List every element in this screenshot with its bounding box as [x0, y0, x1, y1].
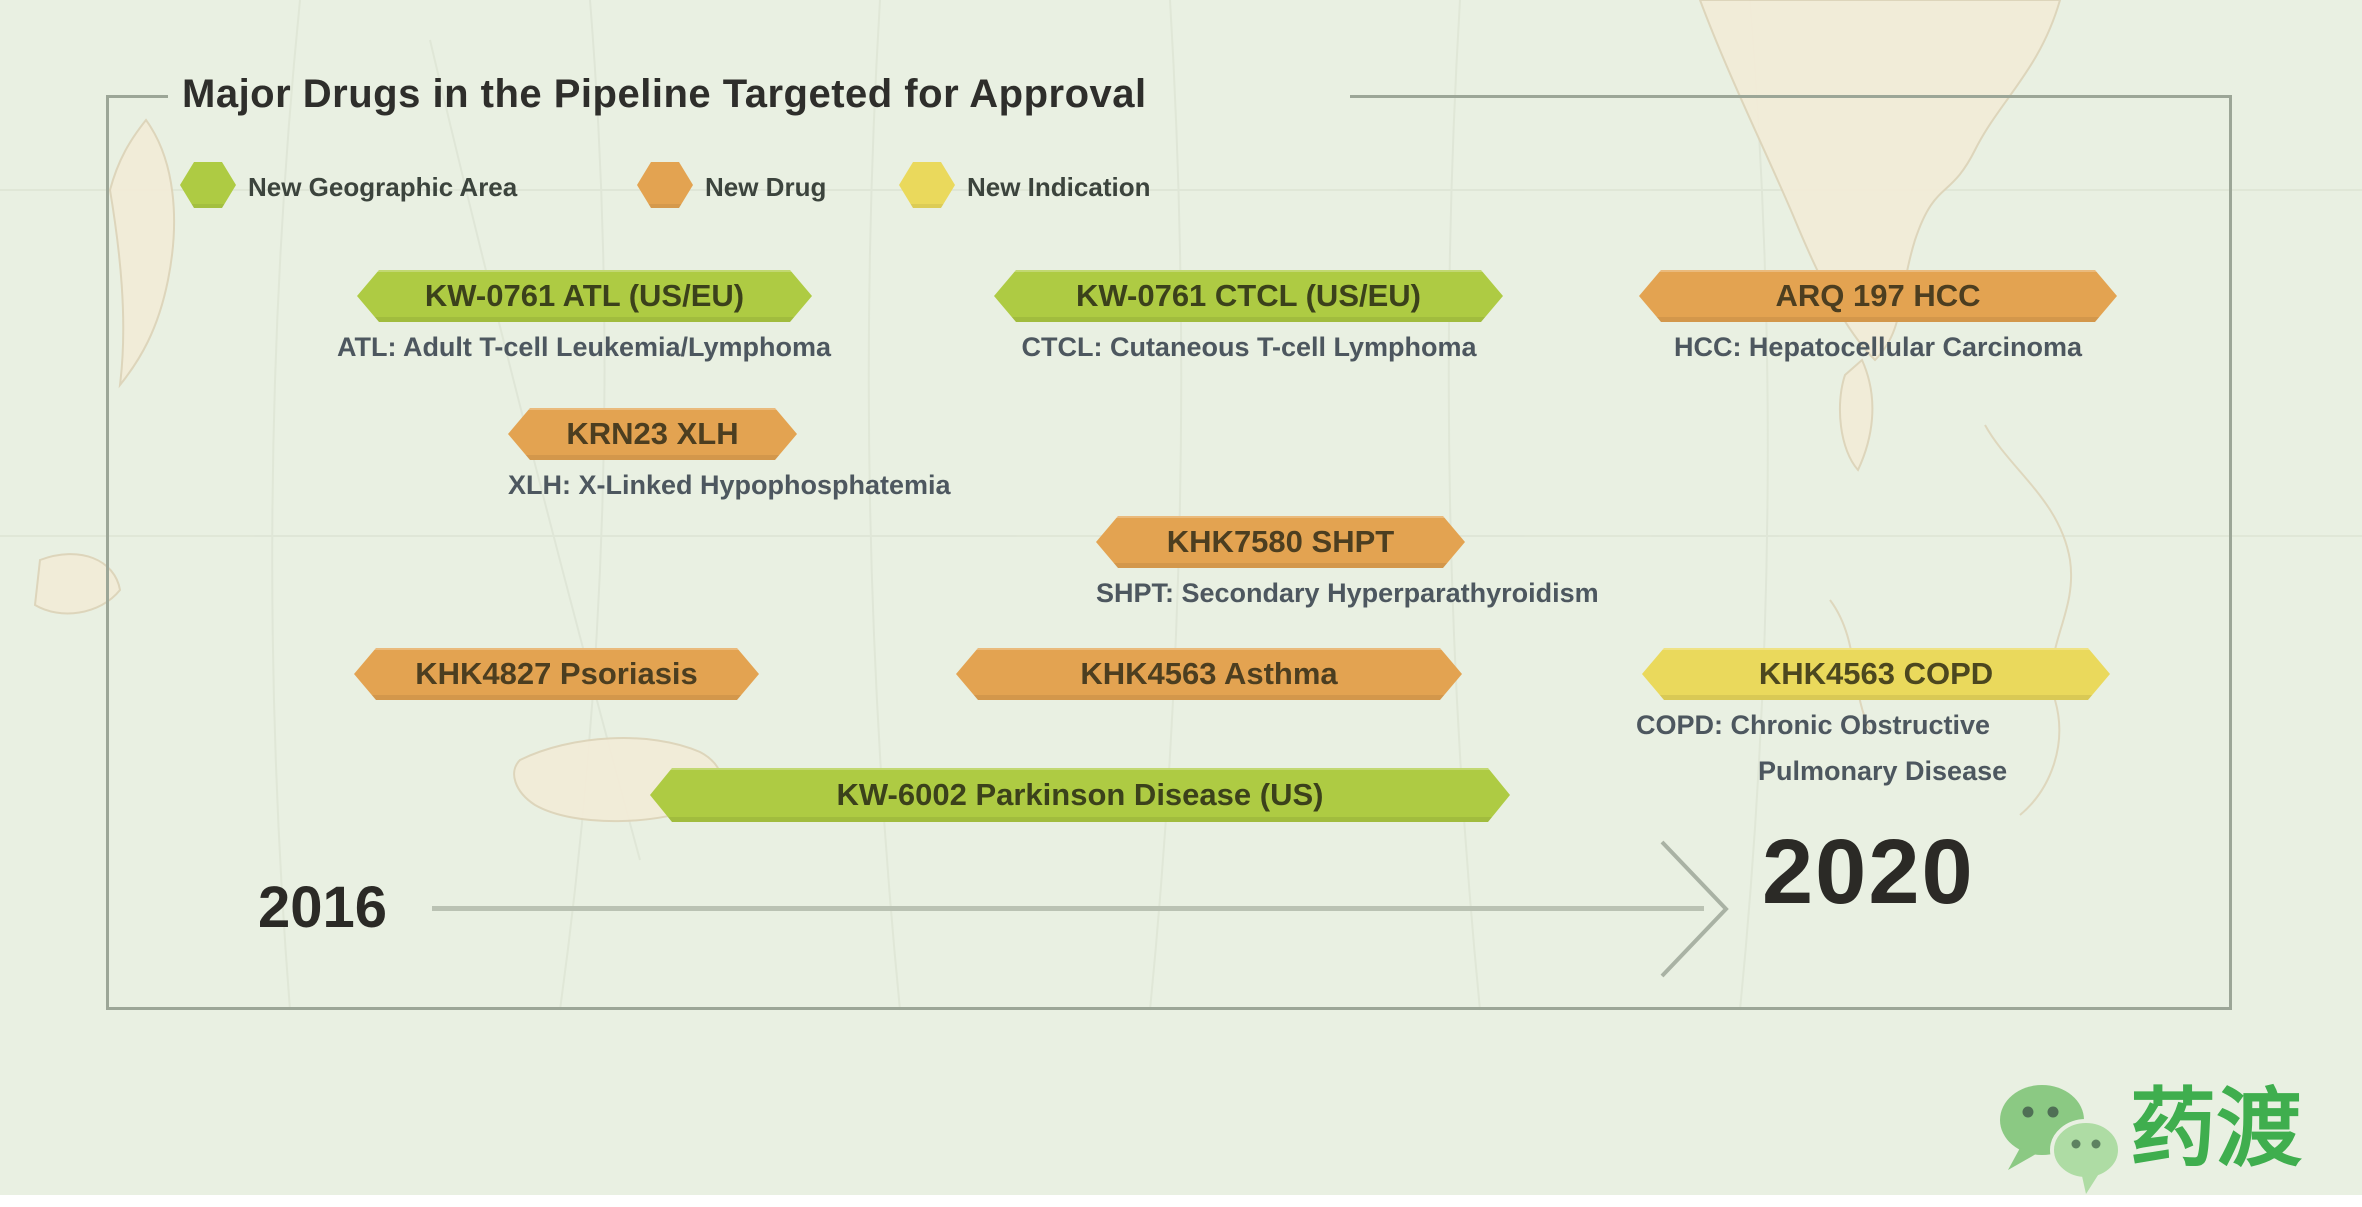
legend-label-new-geographic-area: New Geographic Area	[248, 172, 518, 202]
badge-kw-0761-ctcl: KW-0761 CTCL (US/EU)	[994, 270, 1503, 322]
frame-border-left	[106, 95, 109, 1010]
caption-ctcl: CTCL: Cutaneous T-cell Lymphoma	[1021, 332, 1477, 362]
frame-border-top-right-segment	[1350, 95, 2232, 98]
timeline-end-year: 2020	[1762, 821, 1975, 923]
badge-krn23-xlh: KRN23 XLH	[508, 408, 797, 460]
frame-border-right	[2229, 95, 2232, 1010]
badge-khk7580-shpt: KHK7580 SHPT	[1096, 516, 1465, 568]
badge-kw-6002-parkinson: KW-6002 Parkinson Disease (US)	[650, 768, 1510, 822]
caption-xlh: XLH: X-Linked Hypophosphatemia	[508, 470, 951, 500]
chevron-right-icon	[1660, 840, 1729, 978]
legend-label-new-indication: New Indication	[967, 172, 1151, 202]
badge-khk4827-psoriasis: KHK4827 Psoriasis	[354, 648, 759, 700]
legend-label-new-drug: New Drug	[705, 172, 827, 202]
badge-khk4563-asthma: KHK4563 Asthma	[956, 648, 1462, 700]
frame-border-top-left-segment	[106, 95, 168, 98]
badge-arq-197-hcc: ARQ 197 HCC	[1639, 270, 2117, 322]
wechat-icon	[2000, 1085, 2122, 1194]
timeline-axis	[432, 906, 1704, 911]
brand-wordmark: 药渡	[2130, 1081, 2302, 1177]
caption-hcc: HCC: Hepatocellular Carcinoma	[1673, 332, 2083, 362]
timeline-start-year: 2016	[258, 875, 388, 940]
frame-border-bottom	[106, 1007, 2232, 1010]
caption-shpt: SHPT: Secondary Hyperparathyroidism	[1096, 578, 1599, 608]
caption-copd-line1: COPD: Chronic Obstructive	[1636, 710, 1991, 740]
badge-khk4563-copd: KHK4563 COPD	[1642, 648, 2110, 700]
caption-copd-line2: Pulmonary Disease	[1758, 756, 2008, 786]
caption-atl: ATL: Adult T-cell Leukemia/Lymphoma	[336, 332, 832, 362]
page-title: Major Drugs in the Pipeline Targeted for…	[182, 72, 1147, 116]
badge-kw-0761-atl: KW-0761 ATL (US/EU)	[357, 270, 812, 322]
